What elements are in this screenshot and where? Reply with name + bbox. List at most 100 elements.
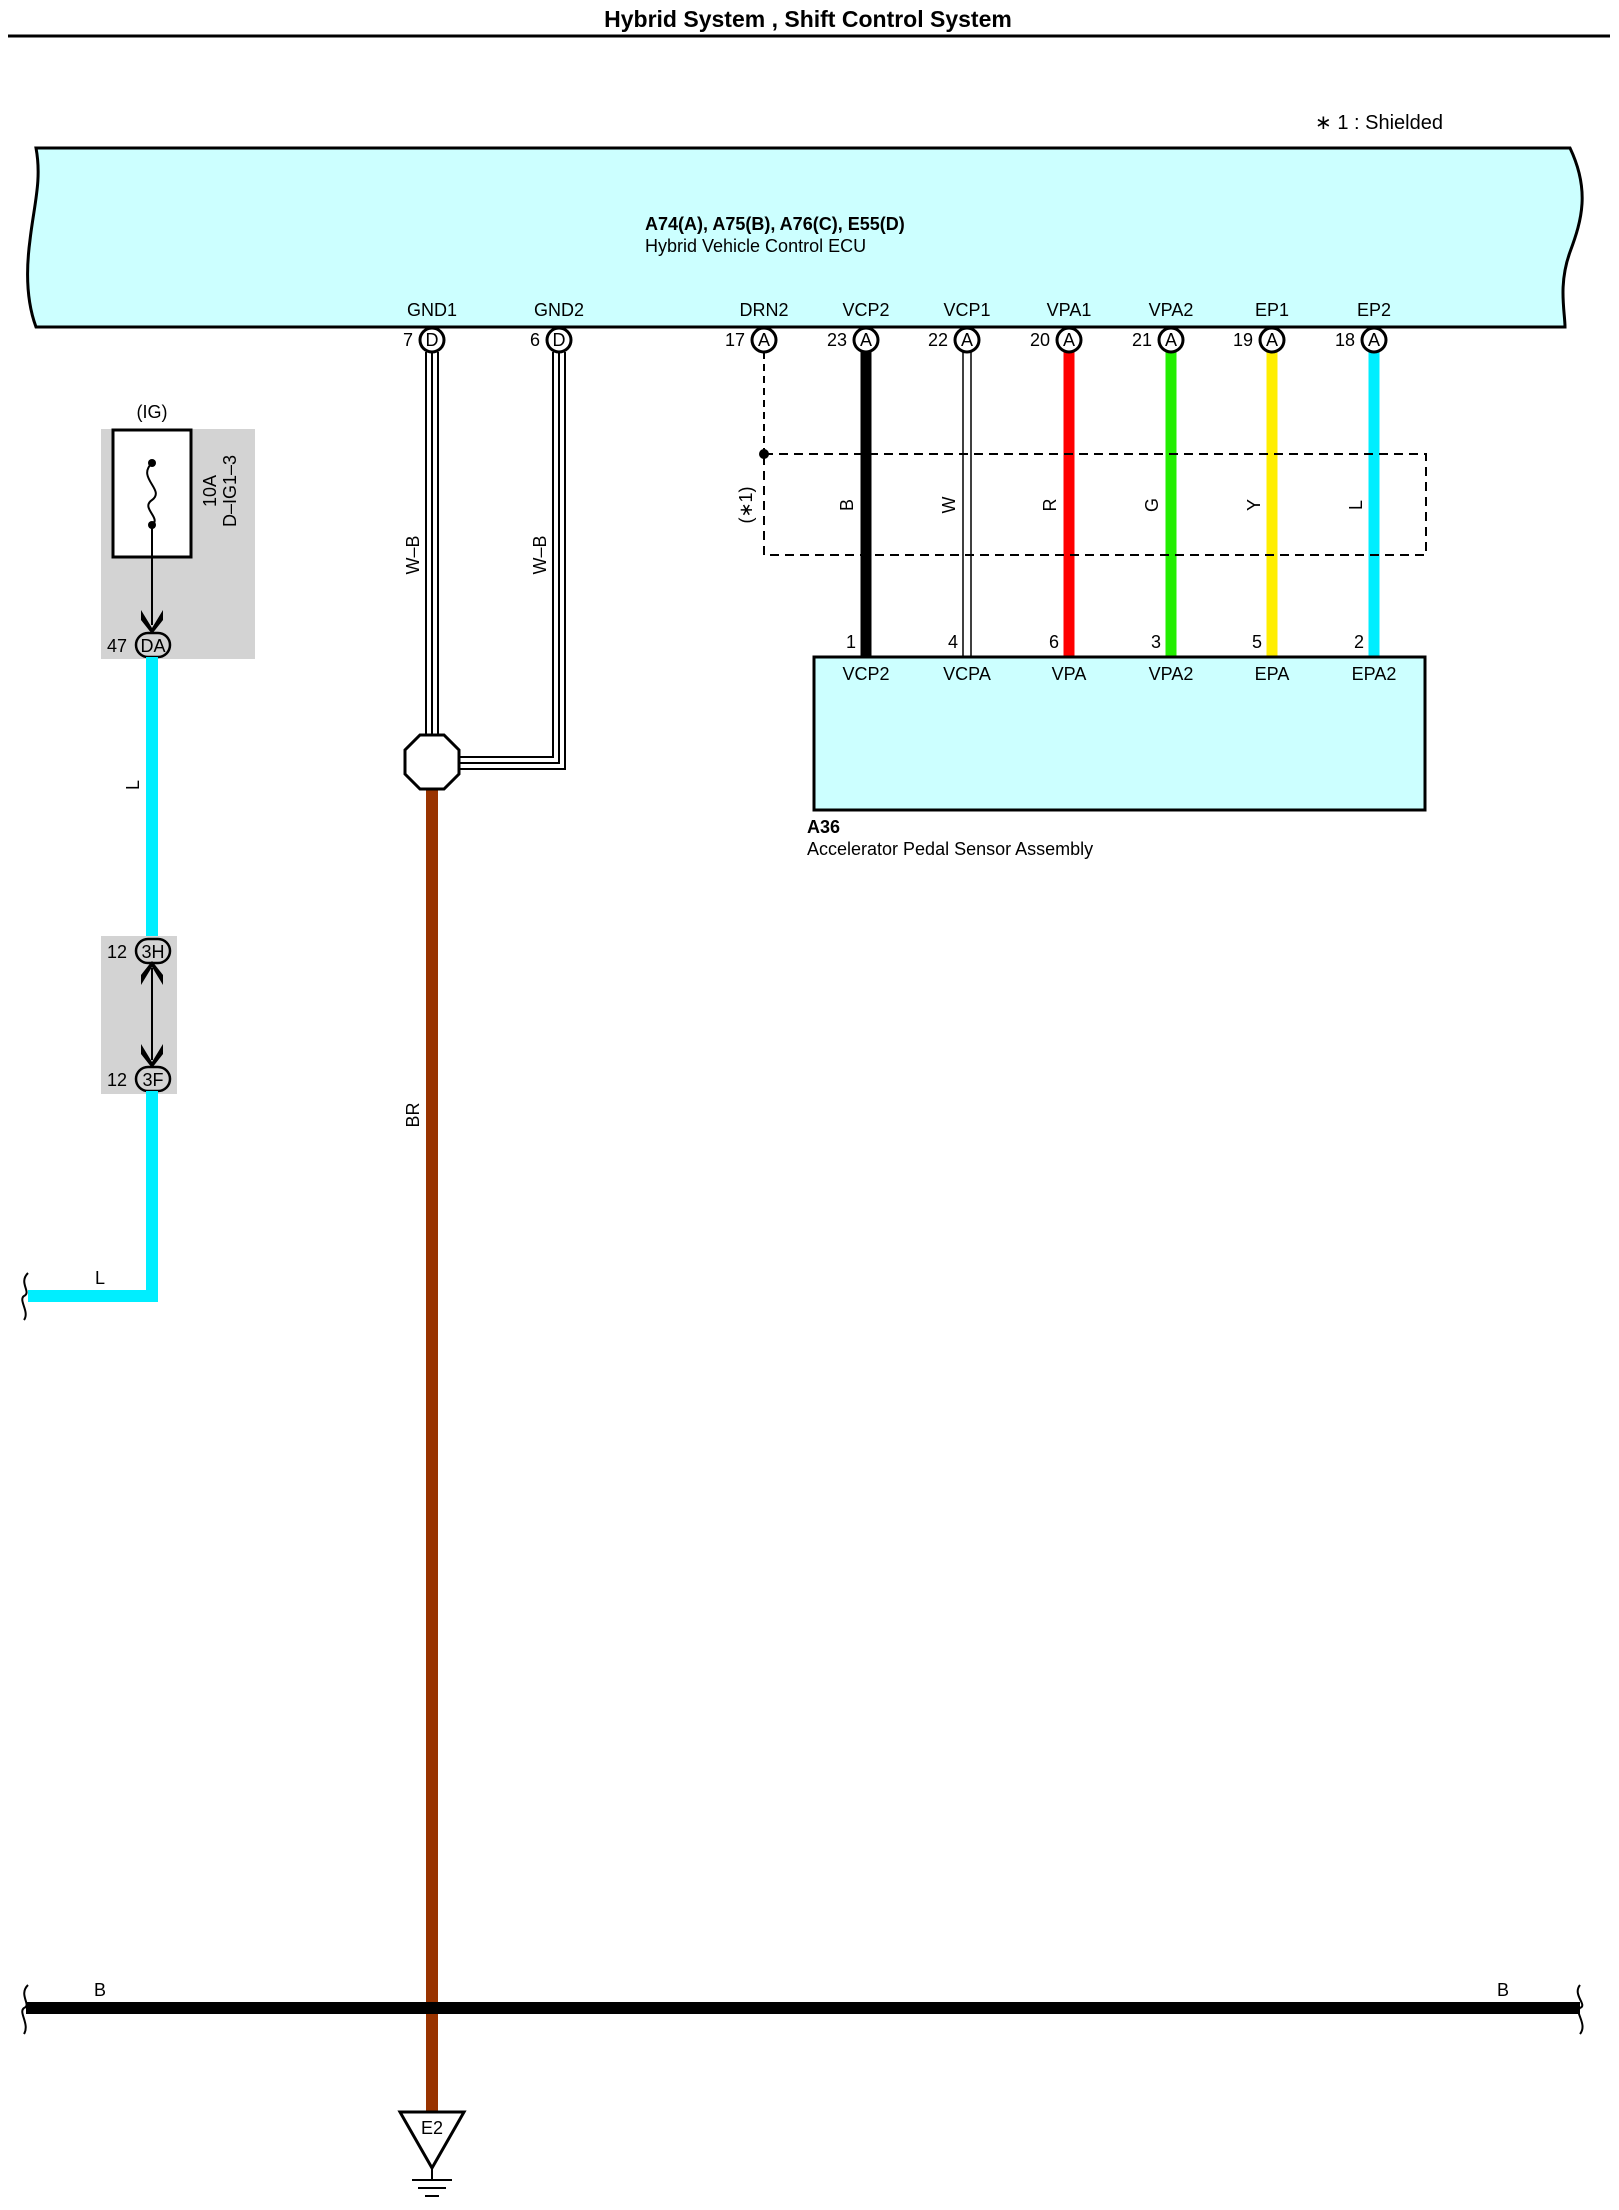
wire-code: Y [1244, 499, 1264, 511]
svg-text:21: 21 [1132, 330, 1152, 350]
svg-text:A: A [758, 330, 770, 350]
ecu-pin: A 17 [725, 326, 778, 354]
bus-code-right: B [1497, 1980, 1509, 2000]
sensor-pin-label: EPA2 [1352, 664, 1397, 684]
bus-break-left [21, 1984, 29, 2035]
ecu-body [26, 146, 1584, 329]
sensor-pin-number: 2 [1354, 632, 1364, 652]
bus-break-right [1576, 1984, 1584, 2035]
svg-text:D: D [426, 330, 439, 350]
svg-text:7: 7 [403, 330, 413, 350]
svg-text:18: 18 [1335, 330, 1355, 350]
sensor-pin-label: VCP2 [842, 664, 889, 684]
ecu-pin-labels: GND1 GND2 DRN2 VCP2 VCP1 VPA1 VPA2 EP1 E… [407, 300, 1391, 320]
ground-earth-icon [412, 2168, 452, 2197]
shield-box [763, 453, 1427, 556]
ground-wire-2 [458, 352, 566, 770]
power-wire-lower [28, 1091, 158, 1302]
splice-point [403, 733, 461, 791]
sensor-name: Accelerator Pedal Sensor Assembly [807, 839, 1093, 859]
ecu-pin: A 20 [1030, 326, 1083, 354]
ground-symbol [397, 2110, 467, 2172]
sensor-pin-label: VPA2 [1149, 664, 1194, 684]
ecu-pin-label: DRN2 [739, 300, 788, 320]
ground-wire-1-code: W–B [403, 535, 423, 574]
svg-text:A: A [1266, 330, 1278, 350]
svg-text:22: 22 [928, 330, 948, 350]
fuse-name: D–IG1–3 [220, 455, 240, 527]
svg-text:A: A [1165, 330, 1177, 350]
fuse-rating: 10A [200, 475, 220, 507]
wire-code: G [1142, 498, 1162, 512]
sensor-pin-number: 6 [1049, 632, 1059, 652]
sensor-pin-number: 1 [846, 632, 856, 652]
junction-3f-code: 3F [142, 1070, 163, 1090]
svg-text:A: A [961, 330, 973, 350]
ecu-pin: A 22 [928, 326, 981, 354]
sensor-pin-number: 5 [1252, 632, 1262, 652]
power-wire-break [21, 1272, 29, 1321]
page-title: Hybrid System , Shift Control System [604, 6, 1012, 32]
svg-text:A: A [1368, 330, 1380, 350]
svg-text:20: 20 [1030, 330, 1050, 350]
shielded-note: ∗ 1 : Shielded [1315, 112, 1443, 134]
sensor-pin-labels: VCP2 VCPA VPA VPA2 EPA EPA2 [842, 664, 1396, 684]
fuse-group: (IG) [137, 402, 168, 422]
ecu-pin: A 18 [1335, 326, 1388, 354]
ecu-connector-codes: A74(A), A75(B), A76(C), E55(D) [645, 214, 905, 234]
ecu-pin: D 7 [403, 326, 446, 354]
power-wire-lower-code: L [95, 1268, 105, 1288]
sensor-pin-label: EPA [1255, 664, 1290, 684]
svg-text:19: 19 [1233, 330, 1253, 350]
junction-3f-number: 12 [107, 1070, 127, 1090]
ecu-pin-label: EP2 [1357, 300, 1391, 320]
ecu-pin-label: VCP2 [842, 300, 889, 320]
bus-code-left: B [94, 1980, 106, 2000]
wire-code: L [1346, 500, 1366, 510]
sensor-pin-label: VCPA [943, 664, 991, 684]
ecu-pin-label: GND2 [534, 300, 584, 320]
ecu-pin-label: VPA2 [1149, 300, 1194, 320]
fuse-icon [146, 459, 157, 625]
chevron-down-icon [141, 1044, 163, 1068]
sensor-pin-number: 3 [1151, 632, 1161, 652]
sensor-wires [860, 352, 1380, 657]
junction-da-number: 47 [107, 636, 127, 656]
ecu-pin: A 23 [827, 326, 880, 354]
svg-text:D: D [553, 330, 566, 350]
ecu-pin-label: VPA1 [1047, 300, 1092, 320]
sensor-body [812, 655, 1427, 812]
svg-text:A: A [1063, 330, 1075, 350]
wire-code: R [1040, 499, 1060, 512]
ecu-pin: A 19 [1233, 326, 1286, 354]
junction-da-code: DA [140, 636, 165, 656]
wire-code: B [837, 499, 857, 511]
ground-main-code: BR [403, 1102, 423, 1127]
sensor-pin-number: 4 [948, 632, 958, 652]
chevron-down-icon [141, 610, 163, 634]
ecu-pins: D 7 D 6 A 17 A 23 A 22 A 20 [403, 326, 1388, 354]
sensor-pin-numbers: 1 4 6 3 5 2 [846, 632, 1364, 652]
wire-code: W [939, 497, 959, 514]
ecu-pin-label: VCP1 [943, 300, 990, 320]
chevron-up-icon [141, 961, 163, 985]
junction-3h-number: 12 [107, 942, 127, 962]
ecu-pin: D 6 [530, 326, 573, 354]
ecu-pin-label: GND1 [407, 300, 457, 320]
ecu-name: Hybrid Vehicle Control ECU [645, 236, 866, 256]
wire-color-codes: B W R G Y L [837, 497, 1366, 514]
power-wire-upper-code: L [123, 780, 143, 790]
junction-3h-code: 3H [141, 942, 164, 962]
sensor-pin-label: VPA [1052, 664, 1087, 684]
shield-label: (∗1) [736, 486, 756, 523]
ground-wire-1 [425, 352, 439, 740]
ground-label: E2 [421, 2118, 443, 2138]
ground-wire-2-code: W–B [530, 535, 550, 574]
svg-text:6: 6 [530, 330, 540, 350]
svg-text:23: 23 [827, 330, 847, 350]
sensor-code: A36 [807, 817, 840, 837]
ecu-pin: A 21 [1132, 326, 1185, 354]
svg-text:17: 17 [725, 330, 745, 350]
svg-text:A: A [860, 330, 872, 350]
